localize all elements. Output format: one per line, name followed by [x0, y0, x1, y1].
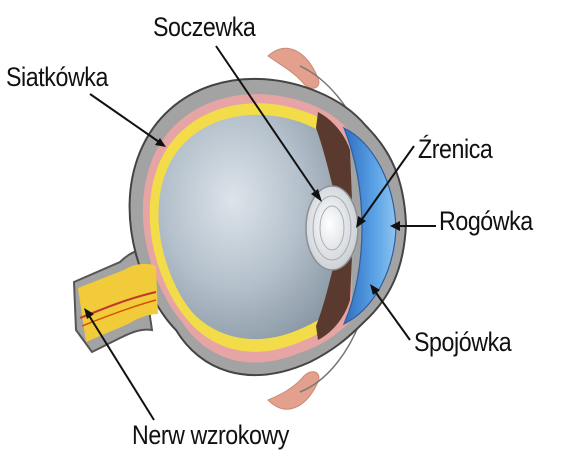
label-siatkowka: Siatkówka [6, 64, 108, 91]
pointer-siatkowka [90, 94, 162, 144]
label-zrenica: Źrenica [418, 136, 492, 163]
label-nerw-wzrokowy: Nerw wzrokowy [132, 422, 289, 449]
label-soczewka: Soczewka [153, 14, 255, 41]
lens [306, 186, 358, 270]
label-spojowka: Spojówka [414, 329, 511, 356]
lower-eyelid [268, 372, 319, 409]
label-rogowka: Rogówka [439, 208, 533, 235]
pointer-spojowka [374, 290, 410, 340]
